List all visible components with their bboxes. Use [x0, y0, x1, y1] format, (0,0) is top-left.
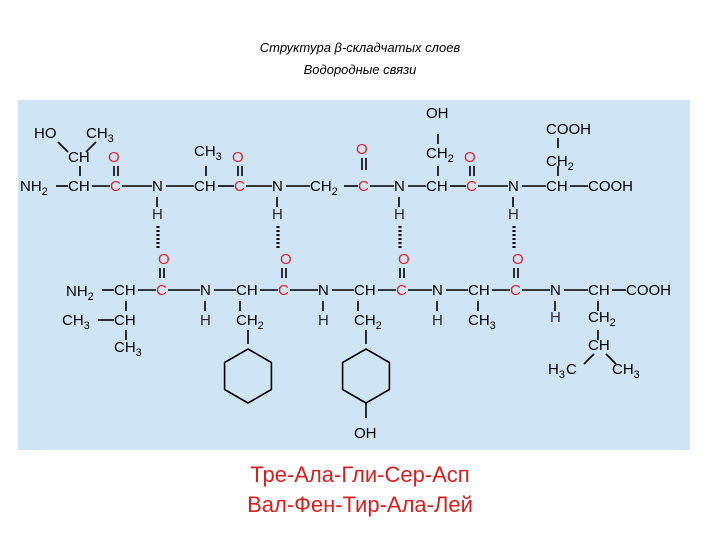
diagram-subtitle: Водородные связи: [303, 62, 417, 77]
atom-n-78: N: [200, 282, 211, 299]
atom-ch-1: CH3: [86, 125, 114, 145]
atom-cooh-62: COOH: [546, 121, 591, 138]
atom-nh2-6: NH2: [20, 178, 48, 198]
atom-h-56: H: [508, 206, 519, 223]
atom-c-88: C: [278, 282, 289, 299]
bond-2: [57, 141, 69, 153]
benzene-ring-101: [341, 348, 391, 404]
atom-c-118: C: [510, 282, 521, 299]
atom-ch-139: CH3: [62, 312, 90, 332]
atom-c-34: C: [358, 178, 369, 195]
bottom-chain-sequence: Вал-Фен-Тир-Ала-Лей: [247, 492, 473, 517]
atom-c-10: C: [110, 178, 121, 195]
atom-ch-8: CH: [68, 178, 90, 195]
atom-ch-43: CH: [426, 178, 448, 195]
atom-ch-144: CH3: [114, 339, 142, 359]
atom-o-52: O: [464, 149, 476, 166]
atom-nh2-72: NH2: [66, 283, 94, 303]
atom-o-89: O: [280, 251, 292, 268]
atom-n-39: N: [394, 178, 405, 195]
atom-ch-45: CH2: [426, 145, 454, 165]
diagram-title: Структура β-складчатых слоев: [259, 40, 461, 55]
atom-ch-84: CH2: [236, 312, 264, 332]
atom-h-41: H: [394, 206, 405, 223]
atom-h-136: H3: [548, 361, 565, 381]
atom-n-15: N: [152, 178, 163, 195]
atom-c-23: C: [234, 178, 245, 195]
atom-h-17: H: [152, 206, 163, 223]
atom-ch-97: CH: [354, 282, 376, 299]
atom-c-76: C: [156, 282, 167, 299]
atom-ch-141: CH: [114, 312, 136, 329]
atom-ch-58: CH: [546, 178, 568, 195]
atom-oh-103: OH: [354, 425, 377, 442]
bond-135: [605, 353, 617, 365]
atom-ch-82: CH: [236, 282, 258, 299]
bond-134: [583, 353, 595, 365]
atom-h-80: H: [200, 312, 211, 329]
atom-n-28: N: [272, 178, 283, 195]
atom-ch-114: CH: [468, 282, 490, 299]
atom-ho-0: HO: [34, 125, 57, 142]
atom-o-69: O: [158, 251, 170, 268]
atom-c-105: C: [396, 282, 407, 299]
atom-o-119: O: [512, 251, 524, 268]
atom-cooh-64: COOH: [588, 178, 633, 195]
atom-h-30: H: [272, 206, 283, 223]
atom-n-54: N: [508, 178, 519, 195]
atom-o-37: O: [356, 141, 368, 158]
atom-oh-47: OH: [426, 105, 449, 122]
atom-h-95: H: [318, 312, 329, 329]
atom-ch-4: CH: [68, 149, 90, 166]
atom-n-93: N: [318, 282, 329, 299]
top-chain-sequence: Тре-Ала-Гли-Сер-Асп: [250, 462, 470, 487]
atom-ch-131: CH2: [588, 309, 616, 329]
atom-ch-133: CH: [588, 337, 610, 354]
atom-ch-99: CH2: [354, 312, 382, 332]
atom-ch-116: CH3: [468, 312, 496, 332]
bond-3: [85, 141, 97, 153]
atom-ch-74: CH: [114, 282, 136, 299]
atom-o-26: O: [232, 149, 244, 166]
benzene-ring-86: [223, 348, 273, 404]
atom-ch-19: CH: [194, 178, 216, 195]
atom-n-110: N: [432, 282, 443, 299]
atom-c-49: C: [466, 178, 477, 195]
atom-ch-21: CH3: [194, 143, 222, 163]
atom-c-137: C: [566, 361, 577, 378]
atom-cooh-129: COOH: [626, 282, 671, 299]
atom-o-13: O: [108, 149, 120, 166]
atom-h-125: H: [550, 309, 561, 326]
atom-h-112: H: [432, 312, 443, 329]
atom-ch-127: CH: [588, 282, 610, 299]
atom-ch-60: CH2: [546, 153, 574, 173]
atom-ch-32: CH2: [310, 178, 338, 198]
atom-n-123: N: [550, 282, 561, 299]
atom-ch-138: CH3: [612, 361, 640, 381]
atom-o-106: O: [398, 251, 410, 268]
